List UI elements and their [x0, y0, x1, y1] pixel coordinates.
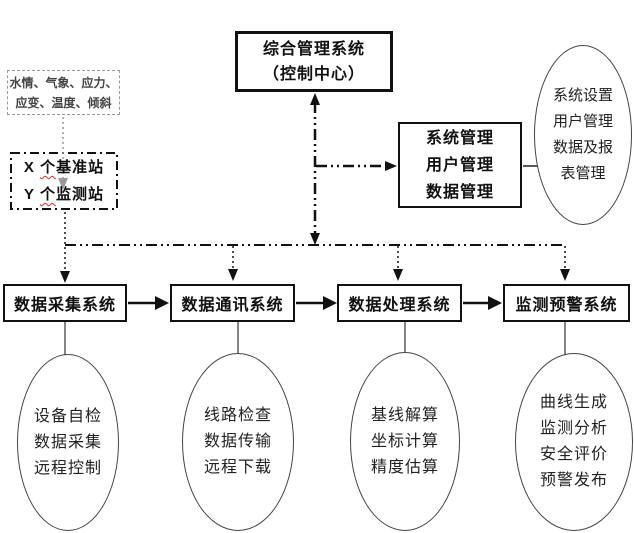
base-station-label: 基准站 [56, 159, 105, 176]
ellipse1-line1: 设备自检 [33, 407, 102, 425]
base-station-count: X [23, 159, 41, 176]
data-processing-system-box: 数据处理系统 [337, 284, 462, 322]
system-admin-box: 系统管理 用户管理 数据管理 [398, 122, 522, 208]
admin-ellipse-line3: 数据及报 [552, 140, 613, 156]
drop-arrowhead-box2-icon [228, 269, 238, 281]
ellipse3-line2: 坐标计算 [370, 432, 439, 450]
flow-arrowhead-1-2-icon [155, 296, 169, 310]
central-control-line1: 综合管理系统 [262, 40, 365, 58]
admin-ellipse-line4: 表管理 [560, 166, 606, 182]
arrow-right-icon [385, 161, 397, 171]
drop-arrowhead-box3-icon [393, 269, 403, 281]
data-acquisition-system-box: 数据采集系统 [3, 284, 127, 322]
ellipse4-line4: 预警发布 [539, 472, 608, 489]
ellipse4-line3: 安全评价 [539, 446, 608, 463]
data-processing-label: 数据处理系统 [348, 297, 451, 314]
drop-arrowhead-box4-icon [560, 269, 570, 281]
monitor-stations-line: Y 个监测站 [24, 181, 104, 208]
central-control-box: 综合管理系统 （控制中心） [235, 31, 393, 92]
data-communication-system-box: 数据通讯系统 [170, 284, 295, 322]
communication-functions-ellipse: 线路检查 数据传输 远程下载 [182, 353, 294, 531]
central-control-line2: （控制中心） [262, 65, 365, 83]
monitoring-warning-system-box: 监测预警系统 [503, 284, 630, 322]
admin-ellipse-line2: 用户管理 [552, 114, 613, 130]
arrow-up-icon [310, 93, 320, 105]
ellipse3-line3: 精度估算 [370, 458, 439, 476]
base-stations-line: X 个基准站 [24, 154, 104, 181]
ellipse1-line2: 数据采集 [33, 433, 102, 451]
flow-arrowhead-3-4-icon [488, 296, 502, 310]
ellipse2-line3: 远程下载 [203, 459, 272, 476]
ellipse4-line1: 曲线生成 [539, 394, 608, 411]
monitoring-warning-label: 监测预警系统 [515, 297, 618, 314]
data-acquisition-label: 数据采集系统 [13, 297, 116, 314]
monitor-station-label: 监测站 [55, 186, 104, 203]
admin-line3: 数据管理 [425, 183, 494, 201]
ellipse2-line2: 数据传输 [203, 433, 272, 450]
ellipse4-line2: 监测分析 [539, 420, 608, 437]
sensor-types-line2: 应变、温度、倾斜 [15, 95, 112, 110]
warning-functions-ellipse: 曲线生成 监测分析 安全评价 预警发布 [515, 353, 633, 531]
admin-ellipse-line1: 系统设置 [552, 88, 613, 104]
acquisition-functions-ellipse: 设备自检 数据采集 远程控制 [17, 354, 119, 531]
data-communication-label: 数据通讯系统 [181, 297, 284, 314]
flow-arrowhead-2-3-icon [323, 296, 337, 310]
drop-arrowhead-box1-icon [60, 271, 70, 283]
monitor-station-count: Y [24, 186, 40, 203]
admin-line2: 用户管理 [425, 156, 494, 174]
sensor-types-line1: 水情、气象、应力、 [9, 75, 118, 90]
admin-functions-ellipse: 系统设置 用户管理 数据及报 表管理 [534, 45, 632, 225]
admin-line1: 系统管理 [425, 129, 494, 147]
ellipse3-line1: 基线解算 [370, 406, 439, 424]
station-box-border [10, 152, 118, 210]
monitor-station-classifier: 个 [39, 186, 56, 203]
processing-functions-ellipse: 基线解算 坐标计算 精度估算 [350, 352, 460, 531]
ellipse2-line1: 线路检查 [203, 407, 272, 424]
stations-box: X 个基准站 Y 个监测站 [10, 152, 118, 210]
arrow-down-icon [310, 233, 320, 245]
sensor-types-box: 水情、气象、应力、 应变、温度、倾斜 [7, 70, 120, 115]
ellipse1-line3: 远程控制 [33, 459, 102, 477]
base-station-classifier: 个 [40, 159, 57, 176]
sensor-to-station-arrowhead-icon [58, 178, 68, 190]
